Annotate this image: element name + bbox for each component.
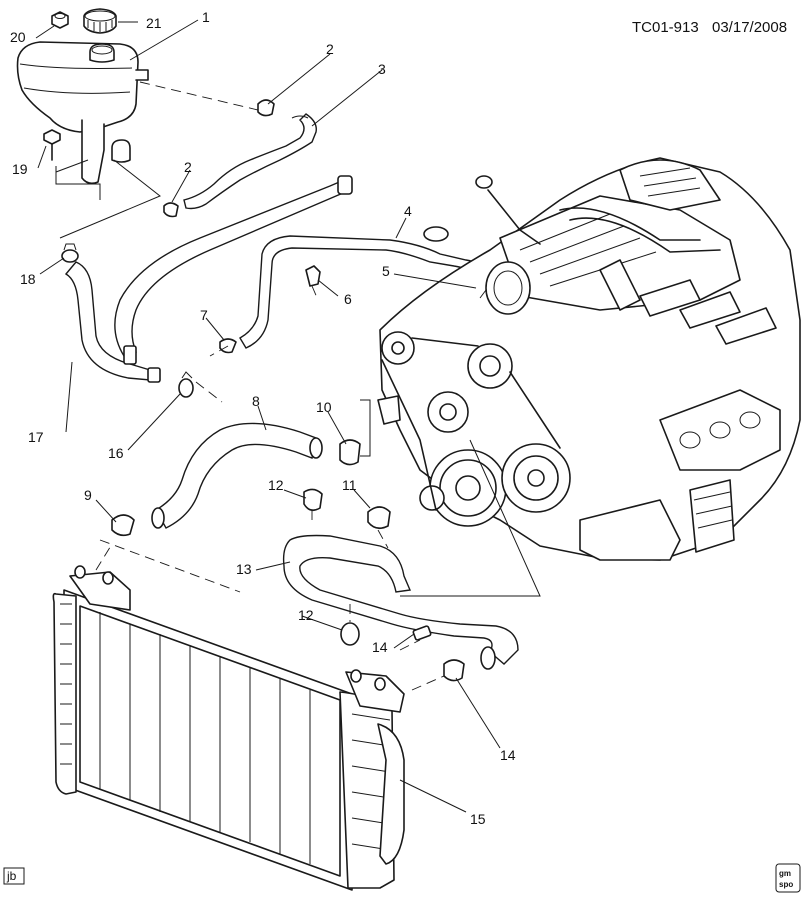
callout-1: 1	[202, 9, 210, 25]
hose-clamp-18	[61, 243, 79, 263]
hose-clamp-12-upper	[303, 488, 323, 512]
artist-initials: jb	[6, 869, 17, 883]
radiator-outlet-hose	[282, 534, 519, 670]
gm-spo-logo: gm spo	[775, 863, 801, 893]
hose-clamp-9	[111, 514, 135, 537]
callout-12-lower: 12	[298, 607, 314, 623]
callout-7: 7	[200, 307, 208, 323]
tank-nut	[51, 11, 69, 29]
callout-8: 8	[252, 393, 260, 409]
hose-clamp-12-lower	[340, 622, 360, 646]
hose-clamp-10	[339, 439, 361, 466]
callout-11: 11	[342, 477, 357, 493]
drawing-id: TC01-913	[632, 19, 699, 36]
hose-clamp-14-lower	[443, 659, 465, 682]
callout-20: 20	[10, 29, 26, 45]
fitting-14-upper	[412, 625, 432, 641]
surge-tank-outlet-hose	[183, 113, 317, 210]
hose-clamp-7	[219, 338, 237, 354]
callout-3: 3	[378, 61, 386, 77]
callout-6: 6	[344, 291, 352, 307]
artist-initials-box: jb	[3, 867, 25, 885]
callout-16: 16	[108, 445, 124, 461]
callout-19: 19	[12, 161, 28, 177]
engine-outlet-hose	[151, 422, 323, 529]
hose-clamp-2-lower	[163, 202, 179, 218]
drawing-date: 03/17/2008	[712, 19, 787, 36]
hose-clamp-16	[178, 371, 194, 398]
callout-15: 15	[470, 811, 486, 827]
callout-14-upper: 14	[372, 639, 388, 655]
svg-text:spo: spo	[779, 880, 793, 889]
callout-4: 4	[404, 203, 412, 219]
hose-clamp-2-upper	[257, 99, 275, 117]
callout-21: 21	[146, 15, 162, 31]
accessory-drive	[377, 331, 571, 527]
callout-17: 17	[28, 429, 44, 445]
callout-13: 13	[236, 561, 252, 577]
callout-10: 10	[316, 399, 332, 415]
callout-12-upper: 12	[268, 477, 284, 493]
clip-6	[305, 265, 321, 287]
surge-tank-cap	[83, 8, 117, 34]
callout-2-lower: 2	[184, 159, 192, 175]
coolant-surge-tank	[16, 41, 149, 185]
callout-14-lower: 14	[500, 747, 516, 763]
svg-text:gm: gm	[779, 869, 791, 878]
tank-bolt	[43, 129, 61, 161]
callout-5: 5	[382, 263, 390, 279]
radiator	[52, 565, 405, 891]
callout-2-upper: 2	[326, 41, 334, 57]
callout-9: 9	[84, 487, 92, 503]
callout-18: 18	[20, 271, 36, 287]
hose-clamp-11	[367, 506, 391, 530]
heater-bypass-hose	[64, 175, 353, 383]
